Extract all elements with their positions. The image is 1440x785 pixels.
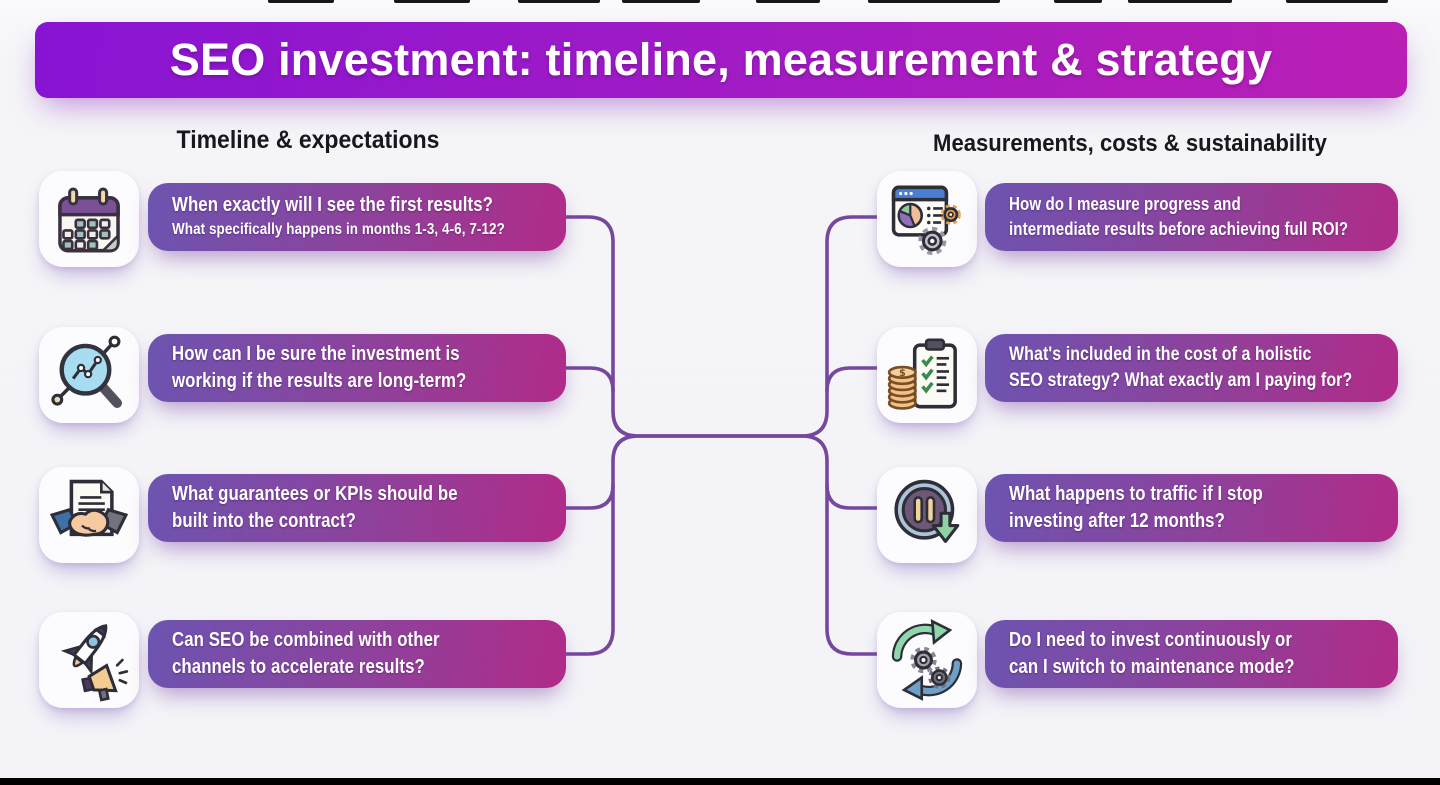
card-icon-tile bbox=[877, 612, 977, 708]
question-card: How can I be sure the investment is work… bbox=[148, 334, 566, 402]
card-icon-tile bbox=[39, 327, 139, 423]
question-card: When exactly will I see the first result… bbox=[148, 183, 566, 251]
pause-decline-icon bbox=[894, 479, 960, 543]
question-line: Do I need to invest continuously or bbox=[1009, 628, 1292, 651]
question-line: can I switch to maintenance mode? bbox=[1009, 655, 1295, 678]
coins-checklist-icon: $ bbox=[887, 338, 957, 410]
card-icon-tile bbox=[39, 612, 139, 708]
question-line: What guarantees or KPIs should be bbox=[172, 482, 458, 505]
question-line: intermediate results before achieving fu… bbox=[1009, 218, 1349, 239]
top-crop-mark bbox=[868, 0, 1000, 3]
video-letterbox-bar bbox=[0, 778, 1440, 785]
card-icon-tile bbox=[39, 171, 139, 267]
question-card: What happens to traffic if I stop invest… bbox=[985, 474, 1398, 542]
question-line: built into the contract? bbox=[172, 509, 357, 532]
question-line: investing after 12 months? bbox=[1009, 509, 1225, 532]
page-title: SEO investment: timeline, measurement & … bbox=[169, 34, 1273, 85]
top-crop-mark bbox=[394, 0, 470, 3]
title-banner: SEO investment: timeline, measurement & … bbox=[35, 22, 1407, 98]
question-line: Can SEO be combined with other bbox=[172, 628, 440, 651]
card-icon-tile bbox=[39, 467, 139, 563]
magnifier-chart-icon bbox=[51, 335, 122, 408]
cycle-gears-icon bbox=[891, 619, 963, 701]
question-line: What specifically happens in months 1-3,… bbox=[172, 221, 505, 239]
card-icon-tile bbox=[877, 171, 977, 267]
question-line: What's included in the cost of a holisti… bbox=[1009, 344, 1312, 366]
question-line: When exactly will I see the first result… bbox=[172, 194, 493, 217]
question-card: How do I measure progress and intermedia… bbox=[985, 183, 1398, 251]
card-icon-tile: $ bbox=[877, 327, 977, 423]
question-line: working if the results are long-term? bbox=[172, 369, 467, 392]
top-crop-mark bbox=[1286, 0, 1388, 3]
question-line: channels to accelerate results? bbox=[172, 655, 425, 678]
question-card: Can SEO be combined with other channels … bbox=[148, 620, 566, 688]
right-column-header: Measurements, costs & sustainability bbox=[933, 130, 1327, 157]
question-line: SEO strategy? What exactly am I paying f… bbox=[1009, 369, 1353, 391]
top-crop-mark bbox=[756, 0, 820, 3]
top-crop-mark bbox=[1128, 0, 1232, 3]
rocket-megaphone-icon bbox=[60, 624, 129, 702]
handshake-contract-icon bbox=[49, 479, 129, 537]
top-crop-mark bbox=[268, 0, 334, 3]
top-crop-mark bbox=[622, 0, 700, 3]
svg-text:$: $ bbox=[899, 368, 906, 379]
question-line: How can I be sure the investment is bbox=[172, 342, 460, 365]
question-line: How do I measure progress and bbox=[1009, 194, 1241, 215]
question-line: What happens to traffic if I stop bbox=[1009, 482, 1263, 505]
top-crop-mark bbox=[1054, 0, 1102, 3]
top-crop-mark bbox=[518, 0, 600, 3]
calendar-icon bbox=[58, 187, 120, 253]
dashboard-gears-icon bbox=[891, 185, 961, 256]
left-column-header: Timeline & expectations bbox=[176, 126, 440, 154]
card-icon-tile bbox=[877, 467, 977, 563]
question-card: What's included in the cost of a holisti… bbox=[985, 334, 1398, 402]
question-card: Do I need to invest continuously or can … bbox=[985, 620, 1398, 688]
question-card: What guarantees or KPIs should be built … bbox=[148, 474, 566, 542]
